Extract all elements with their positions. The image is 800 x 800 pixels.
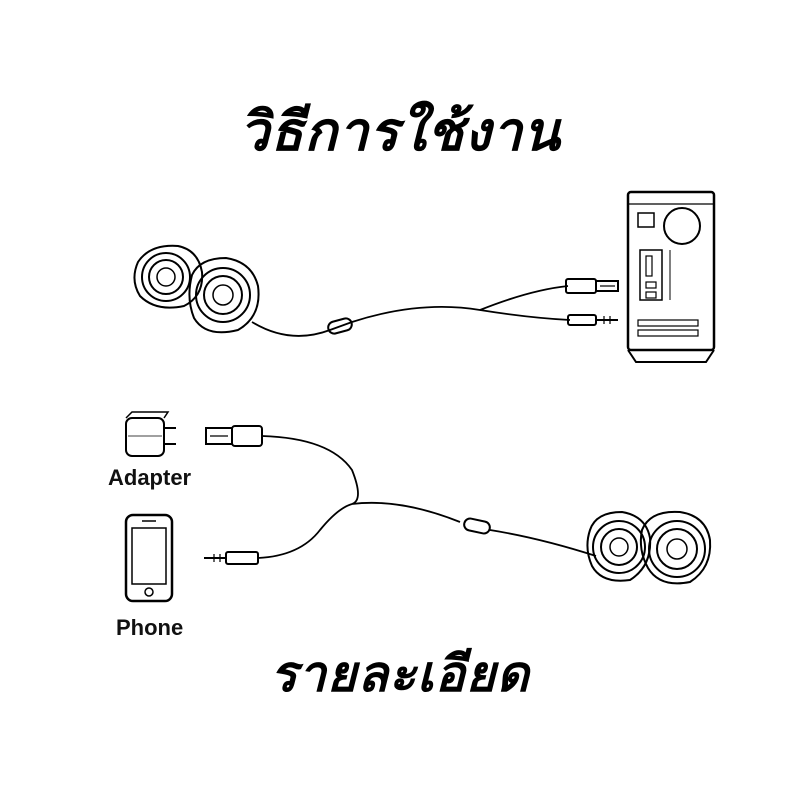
speaker-icon	[586, 510, 712, 585]
audio-jack-icon	[204, 551, 259, 565]
phone-icon	[124, 513, 174, 603]
inline-control-icon	[463, 517, 491, 535]
details-heading: รายละเอียด	[270, 645, 530, 703]
inline-control-icon	[327, 317, 353, 335]
power-adapter-icon	[125, 411, 176, 457]
audio-jack-icon	[567, 314, 618, 326]
page-title: วิธีการใช้งาน	[239, 100, 561, 163]
phone-label: Phone	[116, 615, 184, 640]
adapter-label: Adapter	[108, 465, 192, 490]
usb-plug-icon	[565, 278, 619, 294]
speaker-icon	[133, 244, 260, 334]
usb-plug-icon	[205, 425, 263, 447]
computer-tower-icon	[626, 190, 716, 363]
